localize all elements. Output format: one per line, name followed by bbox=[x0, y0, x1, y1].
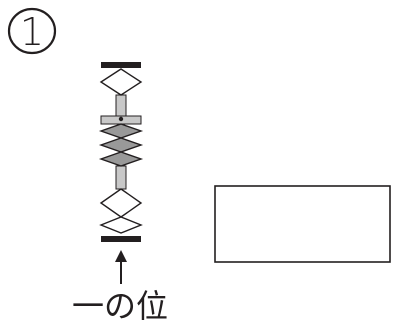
abacus-earth-bead bbox=[98, 123, 144, 139]
abacus-earth-bead bbox=[98, 151, 144, 167]
place-label: 一の位 bbox=[72, 287, 168, 323]
abacus-heaven-bead bbox=[99, 68, 143, 96]
problem-number: 1 bbox=[20, 10, 44, 54]
abacus-beam-dot bbox=[118, 116, 124, 122]
arrow-head bbox=[115, 250, 127, 262]
answer-box[interactable] bbox=[214, 185, 391, 263]
abacus-earth-bead bbox=[99, 188, 143, 218]
problem-number-badge: 1 bbox=[7, 7, 57, 55]
place-arrow bbox=[115, 250, 127, 284]
abacus-rod-upper bbox=[115, 94, 127, 117]
abacus-lower-bead bbox=[99, 216, 143, 234]
abacus-top-frame bbox=[101, 62, 141, 68]
abacus-column bbox=[98, 62, 144, 242]
problem-number-circle bbox=[7, 7, 57, 55]
abacus-earth-bead bbox=[98, 137, 144, 153]
abacus-rod-lower bbox=[115, 165, 127, 190]
abacus-bottom-frame bbox=[101, 236, 141, 242]
